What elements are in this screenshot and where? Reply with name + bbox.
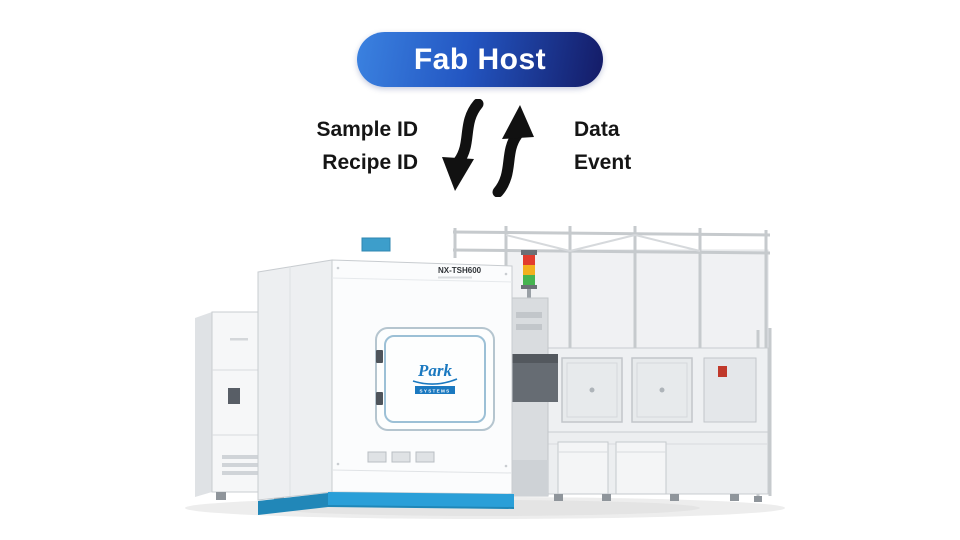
model-label: NX-TSH600 xyxy=(438,266,482,275)
down-arrow-icon xyxy=(442,99,484,191)
door-hinge-top xyxy=(376,350,383,363)
host-to-tool-labels: Sample ID Recipe ID xyxy=(240,113,418,179)
back-panels xyxy=(505,249,769,349)
warning-emblem xyxy=(718,366,727,377)
fab-host-label: Fab Host xyxy=(413,42,547,76)
recipe-id-label: Recipe ID xyxy=(322,151,418,174)
brand-name: Park xyxy=(417,361,453,380)
event-label: Event xyxy=(574,151,632,174)
data-label: Data xyxy=(574,118,620,141)
up-arrow-icon xyxy=(492,105,534,197)
tool-to-host-labels: Data Event xyxy=(574,113,631,179)
main-cabinet: NX-TSH600 Park SYSTEMS xyxy=(257,237,513,501)
right-panels xyxy=(547,347,769,433)
top-unit xyxy=(361,237,391,252)
metrology-tool-illustration: NX-TSH600 Park SYSTEMS xyxy=(185,226,785,519)
door-hinge-bottom xyxy=(376,392,383,405)
frame-foot xyxy=(754,496,762,502)
exchange-arrows xyxy=(442,99,534,197)
machine-base xyxy=(258,492,515,515)
sample-id-label: Sample ID xyxy=(316,118,418,141)
fab-host-badge: Fab Host xyxy=(357,32,603,87)
door: Park SYSTEMS xyxy=(375,327,495,431)
park-logo: Park SYSTEMS xyxy=(412,361,458,394)
right-lower-cabinets xyxy=(547,431,769,501)
brand-sub: SYSTEMS xyxy=(419,388,450,393)
